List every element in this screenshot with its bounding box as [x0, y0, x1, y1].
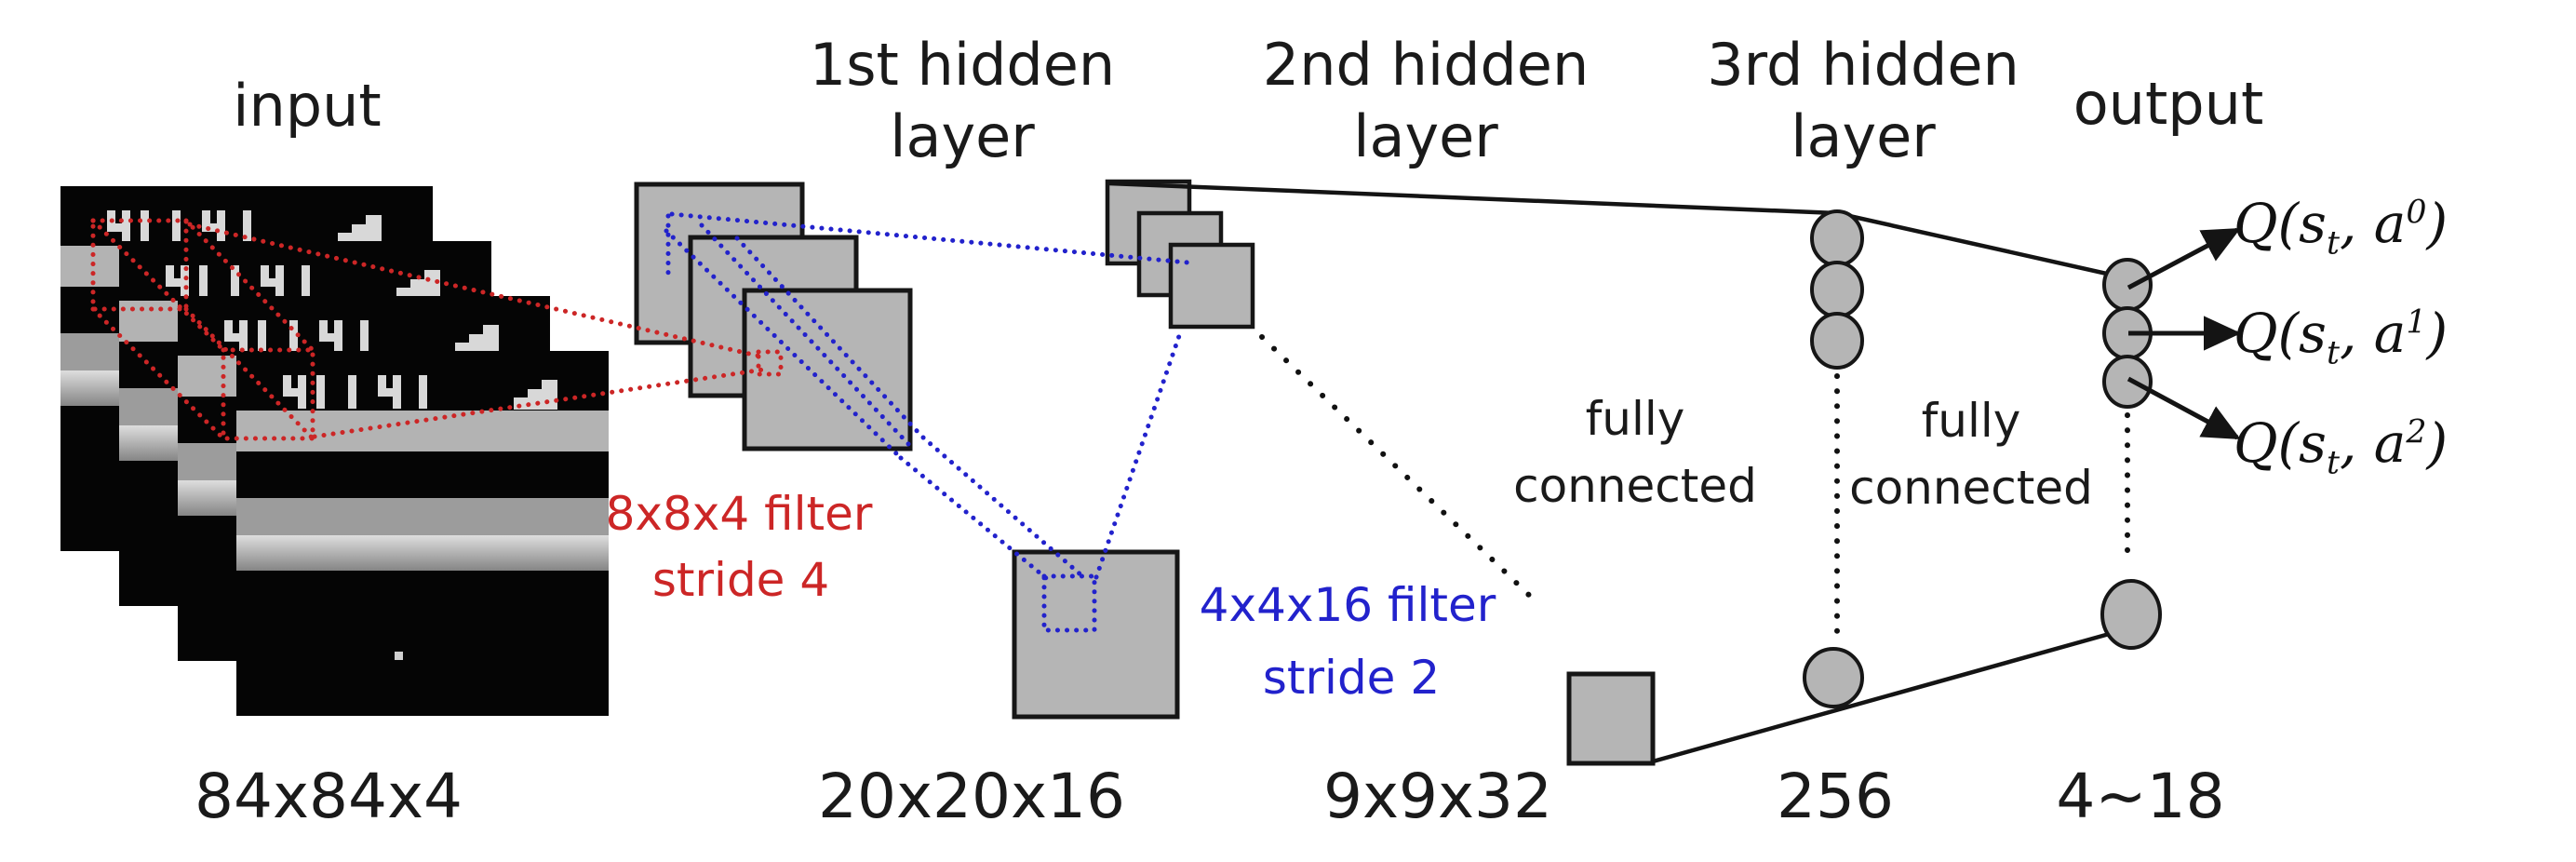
column-title-input: input: [233, 72, 382, 140]
q2-infix: , a: [2339, 411, 2407, 475]
layer1-detached-feature-map: [1012, 549, 1180, 720]
conv2-filter-lines: [664, 211, 1190, 633]
column-title-output: output: [2073, 70, 2264, 138]
q1-infix: , a: [2339, 302, 2407, 365]
flatten-dotted-line: [1259, 334, 1538, 604]
fully-connected-label-2-line2: connected: [1849, 461, 2093, 515]
q-value-label-2: Q(st, a2): [2234, 413, 2448, 479]
input-frame-stack: [60, 186, 609, 716]
conv1-filter-box: [90, 218, 315, 441]
fully-connected-label-2-line1: fully: [1921, 394, 2021, 448]
q2-suffix: ): [2426, 411, 2449, 475]
dim-label-conv2: 9x9x32: [1322, 761, 1553, 832]
q0-suffix: ): [2426, 192, 2449, 255]
q2-sub: t: [2326, 444, 2340, 482]
input-frame-4: [236, 351, 609, 716]
column-title-fc1-line2: layer: [1791, 102, 1936, 170]
q-value-arrows: [2127, 227, 2242, 440]
output-last-neuron: [2100, 579, 2162, 650]
layer3-neurons: [1803, 209, 1864, 708]
conv1-filter-label-line2: stride 4: [651, 553, 830, 607]
fully-connected-label-1-line2: connected: [1513, 459, 1757, 513]
flattened-layer-square: [1566, 671, 1656, 766]
layer2-feature-maps: [1105, 179, 1255, 330]
dim-label-input: 84x84x4: [194, 761, 463, 832]
column-title-conv2-line2: layer: [1353, 102, 1498, 170]
fc-line-top: [1108, 181, 2128, 281]
dim-label-conv1: 20x20x16: [817, 761, 1126, 832]
q2-sup: 2: [2406, 413, 2427, 451]
column-title-fc1-line1: 3rd hidden: [1707, 31, 2019, 99]
column-title-conv1-line1: 1st hidden: [809, 31, 1116, 99]
layer1-feature-maps: [634, 182, 913, 451]
fc-line-bottom: [1652, 630, 2113, 764]
q0-infix: , a: [2339, 192, 2407, 255]
column-title-conv2-line1: 2nd hidden: [1262, 31, 1590, 99]
q0-prefix: Q(s: [2234, 192, 2327, 255]
q2-prefix: Q(s: [2234, 411, 2327, 475]
q0-sub: t: [2326, 224, 2340, 263]
q1-sup: 1: [2406, 303, 2427, 342]
conv1-projection-lines: [187, 222, 784, 439]
q1-suffix: ): [2426, 302, 2449, 365]
column-title-conv1-line2: layer: [890, 102, 1035, 170]
conv1-filter-label-line1: 8x8x4 filter: [605, 487, 873, 541]
q0-sup: 0: [2406, 194, 2427, 232]
q-value-label-0: Q(st, a0): [2234, 194, 2448, 260]
fully-connected-label-1-line1: fully: [1585, 392, 1685, 446]
output-neurons: [2100, 258, 2162, 650]
conv2-filter-box: [1041, 573, 1097, 633]
dim-label-output: 4~18: [2056, 761, 2225, 832]
q1-prefix: Q(s: [2234, 302, 2327, 365]
conv2-filter-label-line2: stride 2: [1262, 651, 1441, 705]
q-value-label-1: Q(st, a1): [2234, 303, 2448, 370]
ball-pixel: [395, 652, 403, 660]
q1-sub: t: [2326, 334, 2340, 372]
dim-label-fc1: 256: [1777, 761, 1894, 832]
layer3-last-neuron: [1803, 647, 1864, 708]
conv2-filter-label-line1: 4x4x16 filter: [1199, 578, 1496, 632]
